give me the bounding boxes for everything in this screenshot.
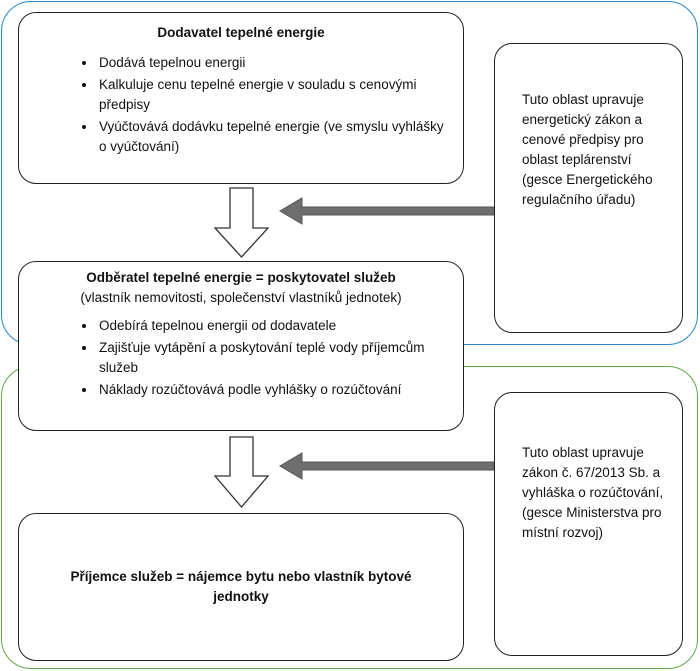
recipient-box: Příjemce služeb = nájemce bytu nebo vlas…: [18, 513, 464, 661]
list-item: Odebírá tepelnou energii od dodavatele: [97, 316, 447, 336]
energy-regulation-note: Tuto oblast upravuje energetický zákon a…: [494, 43, 683, 333]
consumer-title: Odběratel tepelné energie = poskytovatel…: [86, 270, 396, 285]
consumer-box: Odběratel tepelné energie = poskytovatel…: [18, 261, 464, 431]
consumer-list: Odebírá tepelnou energii od dodavatele Z…: [35, 316, 447, 400]
left-arrow-energy-note: [279, 197, 495, 225]
list-item: Zajišťuje vytápění a poskytování teplé v…: [97, 338, 447, 378]
law-regulation-note: Tuto oblast upravuje zákon č. 67/2013 Sb…: [494, 392, 683, 656]
left-arrow-law-note: [279, 452, 495, 480]
down-arrow-consumer-to-recipient: [213, 436, 270, 509]
list-item: Vyúčtovává dodávku tepelné energie (ve s…: [97, 117, 447, 157]
list-item: Kalkuluje cenu tepelné energie v souladu…: [97, 75, 447, 115]
supplier-title: Dodavatel tepelné energie: [157, 25, 325, 40]
list-item: Dodává tepelnou energii: [97, 53, 447, 73]
supplier-box: Dodavatel tepelné energie Dodává tepelno…: [18, 12, 464, 184]
supplier-list: Dodává tepelnou energii Kalkuluje cenu t…: [35, 53, 447, 157]
list-item: Náklady rozúčtovává podle vyhlášky o roz…: [97, 380, 447, 400]
law-regulation-note-text: Tuto oblast upravuje zákon č. 67/2013 Sb…: [522, 445, 664, 540]
down-arrow-supplier-to-consumer: [213, 187, 270, 258]
energy-regulation-note-text: Tuto oblast upravuje energetický zákon a…: [522, 92, 653, 207]
recipient-title: Příjemce služeb = nájemce bytu nebo vlas…: [70, 569, 412, 604]
consumer-subtitle: (vlastník nemovitosti, společenství vlas…: [80, 290, 402, 305]
